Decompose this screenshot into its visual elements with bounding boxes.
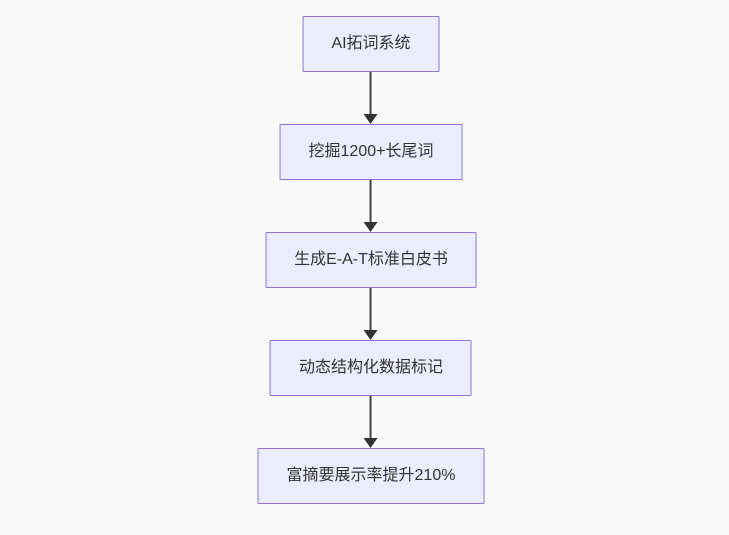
flow-arrow: [364, 180, 378, 232]
arrow-line: [370, 288, 372, 330]
arrow-line: [370, 180, 372, 222]
flow-node-label: 生成E-A-T标准白皮书: [294, 251, 448, 268]
flowchart: AI拓词系统 挖掘1200+长尾词 生成E-A-T标准白皮书 动态结构化数据标记: [257, 16, 485, 504]
flow-node-label: 挖掘1200+长尾词: [308, 143, 434, 160]
flow-node-label: 动态结构化数据标记: [298, 359, 443, 376]
flow-node-rich-snippet-result: 富摘要展示率提升210%: [257, 448, 485, 504]
flow-node-label: 富摘要展示率提升210%: [286, 467, 456, 484]
flow-node-ai-system: AI拓词系统: [302, 16, 440, 72]
flow-node-eat-whitepaper: 生成E-A-T标准白皮书: [265, 232, 477, 288]
flow-node-longtail-keywords: 挖掘1200+长尾词: [279, 124, 463, 180]
flow-arrow: [364, 72, 378, 124]
arrow-down-icon: [364, 438, 378, 448]
arrow-down-icon: [364, 114, 378, 124]
flow-arrow: [364, 396, 378, 448]
arrow-down-icon: [364, 330, 378, 340]
arrow-down-icon: [364, 222, 378, 232]
arrow-line: [370, 72, 372, 114]
flow-node-label: AI拓词系统: [331, 35, 411, 52]
flow-node-structured-data: 动态结构化数据标记: [269, 340, 472, 396]
arrow-line: [370, 396, 372, 438]
flow-arrow: [364, 288, 378, 340]
